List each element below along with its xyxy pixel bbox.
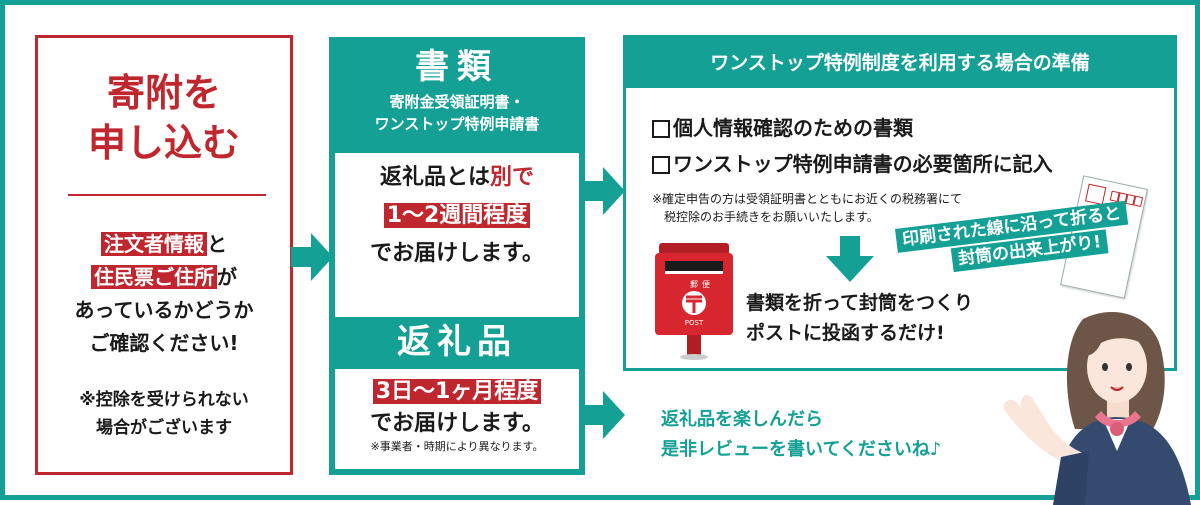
deduction-warning: ※控除を受けられない 場合がございます <box>38 386 290 442</box>
onestop-header: ワンストップ特例制度を利用する場合の準備 <box>626 38 1174 88</box>
gift-note: ※事業者・時期により異なります。 <box>370 440 544 453</box>
fold-line2: ポストに投函するだけ! <box>746 322 945 344</box>
review-line2: 是非レビューを書いてくださいね♪ <box>661 439 942 460</box>
fold-line1: 書類を折って封筒をつくり <box>746 292 974 314</box>
gift-period-highlight: 3日〜1ヶ月程度 <box>372 379 542 404</box>
documents-delivery-box: 返礼品とは別で 1〜2週間程度 でお届けします。 <box>335 153 579 317</box>
checklist-item-label: ワンストップ特例申請書の必要箇所に記入 <box>673 152 1053 176</box>
documents-sub-line1: 寄附金受領証明書・ <box>389 93 525 111</box>
documents-line1a: 返礼品とは <box>379 165 490 190</box>
gift-title: 返礼品 <box>397 322 517 362</box>
zip-box <box>1133 195 1144 208</box>
arrow-right-icon <box>291 233 333 281</box>
apply-title-line1: 寄附を <box>106 71 221 115</box>
orderer-info-highlight: 注文者情報 <box>101 232 207 256</box>
mailbox-post-label: POST <box>685 319 704 327</box>
arrow-right-icon <box>583 391 625 439</box>
documents-title: 書類 <box>415 47 499 87</box>
tax-return-note: ※確定申告の方は受領証明書とともにお近くの税務署にて 税控除のお手続きをお願いい… <box>652 190 962 226</box>
text-to: と <box>207 232 227 256</box>
checklist-item: ワンストップ特例申請書の必要箇所に記入 <box>652 150 1053 178</box>
warning-line1: ※控除を受けられない <box>79 390 249 410</box>
review-request: 返礼品を楽しんだら 是非レビューを書いてくださいね♪ <box>661 405 941 465</box>
checkbox-icon <box>652 120 670 138</box>
documents-sub-line2: ワンストップ特例申請書 <box>374 115 540 133</box>
checklist-item: 個人情報確認のための書類 <box>652 114 913 142</box>
apply-title: 寄附を 申し込む <box>38 68 290 168</box>
stamp-box <box>1085 183 1107 206</box>
note-line2: 税控除のお手続きをお願いいたします。 <box>664 210 879 224</box>
review-line1: 返礼品を楽しんだら <box>661 409 823 430</box>
note-line1: ※確定申告の方は受領証明書とともにお近くの税務署にて <box>652 192 963 206</box>
confirm-address-text: 注文者情報と 住民票ご住所が あっているかどうか ご確認ください! <box>38 228 290 360</box>
checkbox-icon <box>652 156 670 174</box>
delivery-column: 書類 寄附金受領証明書・ ワンストップ特例申請書 返礼品とは別で 1〜2週間程度… <box>329 37 585 475</box>
confirm-line3: あっているかどうか <box>74 298 254 322</box>
text-ga: が <box>217 265 237 289</box>
checklist-item-label: 個人情報確認のための書類 <box>673 116 913 140</box>
confirm-line4: ご確認ください! <box>89 331 239 355</box>
gift-line2: でお届けします。 <box>370 411 544 436</box>
arrow-right-icon <box>583 167 625 215</box>
documents-subtitle: 寄附金受領証明書・ ワンストップ特例申請書 <box>329 91 585 135</box>
apply-title-line2: 申し込む <box>87 121 240 165</box>
documents-line1b: 別で <box>490 165 535 190</box>
documents-period-highlight: 1〜2週間程度 <box>383 203 531 228</box>
mailbox-label: 郵 <box>690 279 698 289</box>
gift-delivery-box: 3日〜1ヶ月程度 でお届けします。 ※事業者・時期により異なります。 <box>335 369 579 469</box>
woman-illustration <box>1003 311 1191 505</box>
resident-address-highlight: 住民票ご住所 <box>91 265 217 289</box>
mailbox-icon: 郵 便 POST <box>655 243 733 360</box>
warning-line2: 場合がございます <box>96 418 232 438</box>
mailbox-label: 便 <box>702 279 710 289</box>
apply-donation-box: 寄附を 申し込む 注文者情報と 住民票ご住所が あっているかどうか ご確認くださ… <box>35 35 293 475</box>
documents-line3: でお届けします。 <box>370 241 544 266</box>
divider <box>68 194 266 196</box>
fold-instructions: 書類を折って封筒をつくり ポストに投函するだけ! <box>746 288 973 348</box>
arrow-down-icon <box>826 236 874 282</box>
